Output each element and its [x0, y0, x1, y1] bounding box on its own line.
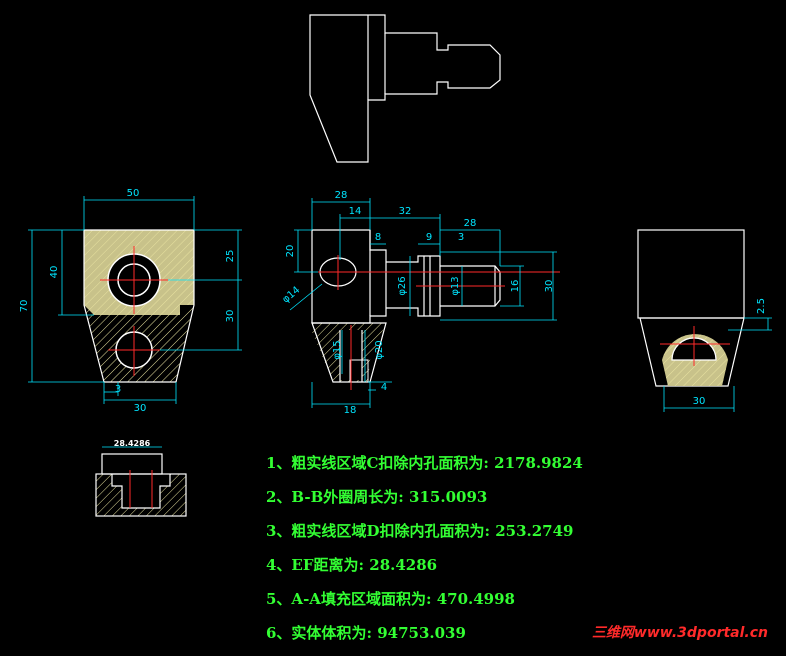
note-5: 5、A-A填充区域面积为: 470.4998 — [266, 590, 515, 608]
note-1: 1、粗实线区域C扣除内孔面积为: 2178.9824 — [266, 454, 583, 472]
note-6: 6、实体体积为: 94753.039 — [266, 624, 466, 642]
dim-side-8: 8 — [375, 232, 381, 243]
dim-side-4: 4 — [381, 382, 387, 393]
dim-right-30: 30 — [693, 396, 706, 407]
dim-front-40: 40 — [49, 266, 60, 279]
dim-side-16: 16 — [510, 280, 521, 293]
section-view: 28.4286 — [95, 439, 187, 517]
dim-right-25: 2.5 — [756, 298, 767, 314]
dim-side-phi13: φ13 — [450, 276, 461, 295]
result-notes: 1、粗实线区域C扣除内孔面积为: 2178.9824 2、B-B外圈周长为: 3… — [266, 452, 583, 656]
dim-front-width: 50 — [127, 188, 140, 199]
dim-front-30: 30 — [134, 403, 147, 414]
dim-side-14: 14 — [349, 206, 362, 217]
dim-side-phi20: φ20 — [374, 340, 385, 359]
watermark: 三维网www.3dportal.cn — [591, 625, 768, 641]
side-view: 28 14 32 28 8 9 3 20 φ14 φ26 φ13 16 30 φ… — [280, 190, 560, 416]
dim-side-9: 9 — [426, 232, 432, 243]
top-view — [309, 14, 501, 163]
dim-side-20: 20 — [285, 245, 296, 258]
note-2: 2、B-B外圈周长为: 315.0093 — [266, 488, 488, 506]
dim-front-30v: 30 — [225, 310, 236, 323]
front-view: 50 70 40 25 30 3 30 — [19, 188, 242, 414]
dim-side-28b: 28 — [464, 218, 477, 229]
dim-side-phi26: φ26 — [397, 276, 408, 295]
dim-side-phi15: φ15 — [332, 340, 343, 359]
dim-side-3: 3 — [458, 232, 464, 243]
note-4: 4、EF距离为: 28.4286 — [266, 556, 438, 574]
dim-side-28: 28 — [335, 190, 348, 201]
right-view: 30 2.5 — [637, 229, 772, 412]
note-3: 3、粗实线区域D扣除内孔面积为: 253.2749 — [266, 522, 574, 540]
dim-section-ef: 28.4286 — [114, 439, 151, 448]
dim-side-18: 18 — [344, 405, 357, 416]
dim-side-32: 32 — [399, 206, 412, 217]
dim-front-3: 3 — [115, 384, 121, 395]
dim-front-height: 70 — [19, 300, 30, 313]
dim-side-30: 30 — [544, 280, 555, 293]
dim-front-25: 25 — [225, 250, 236, 263]
